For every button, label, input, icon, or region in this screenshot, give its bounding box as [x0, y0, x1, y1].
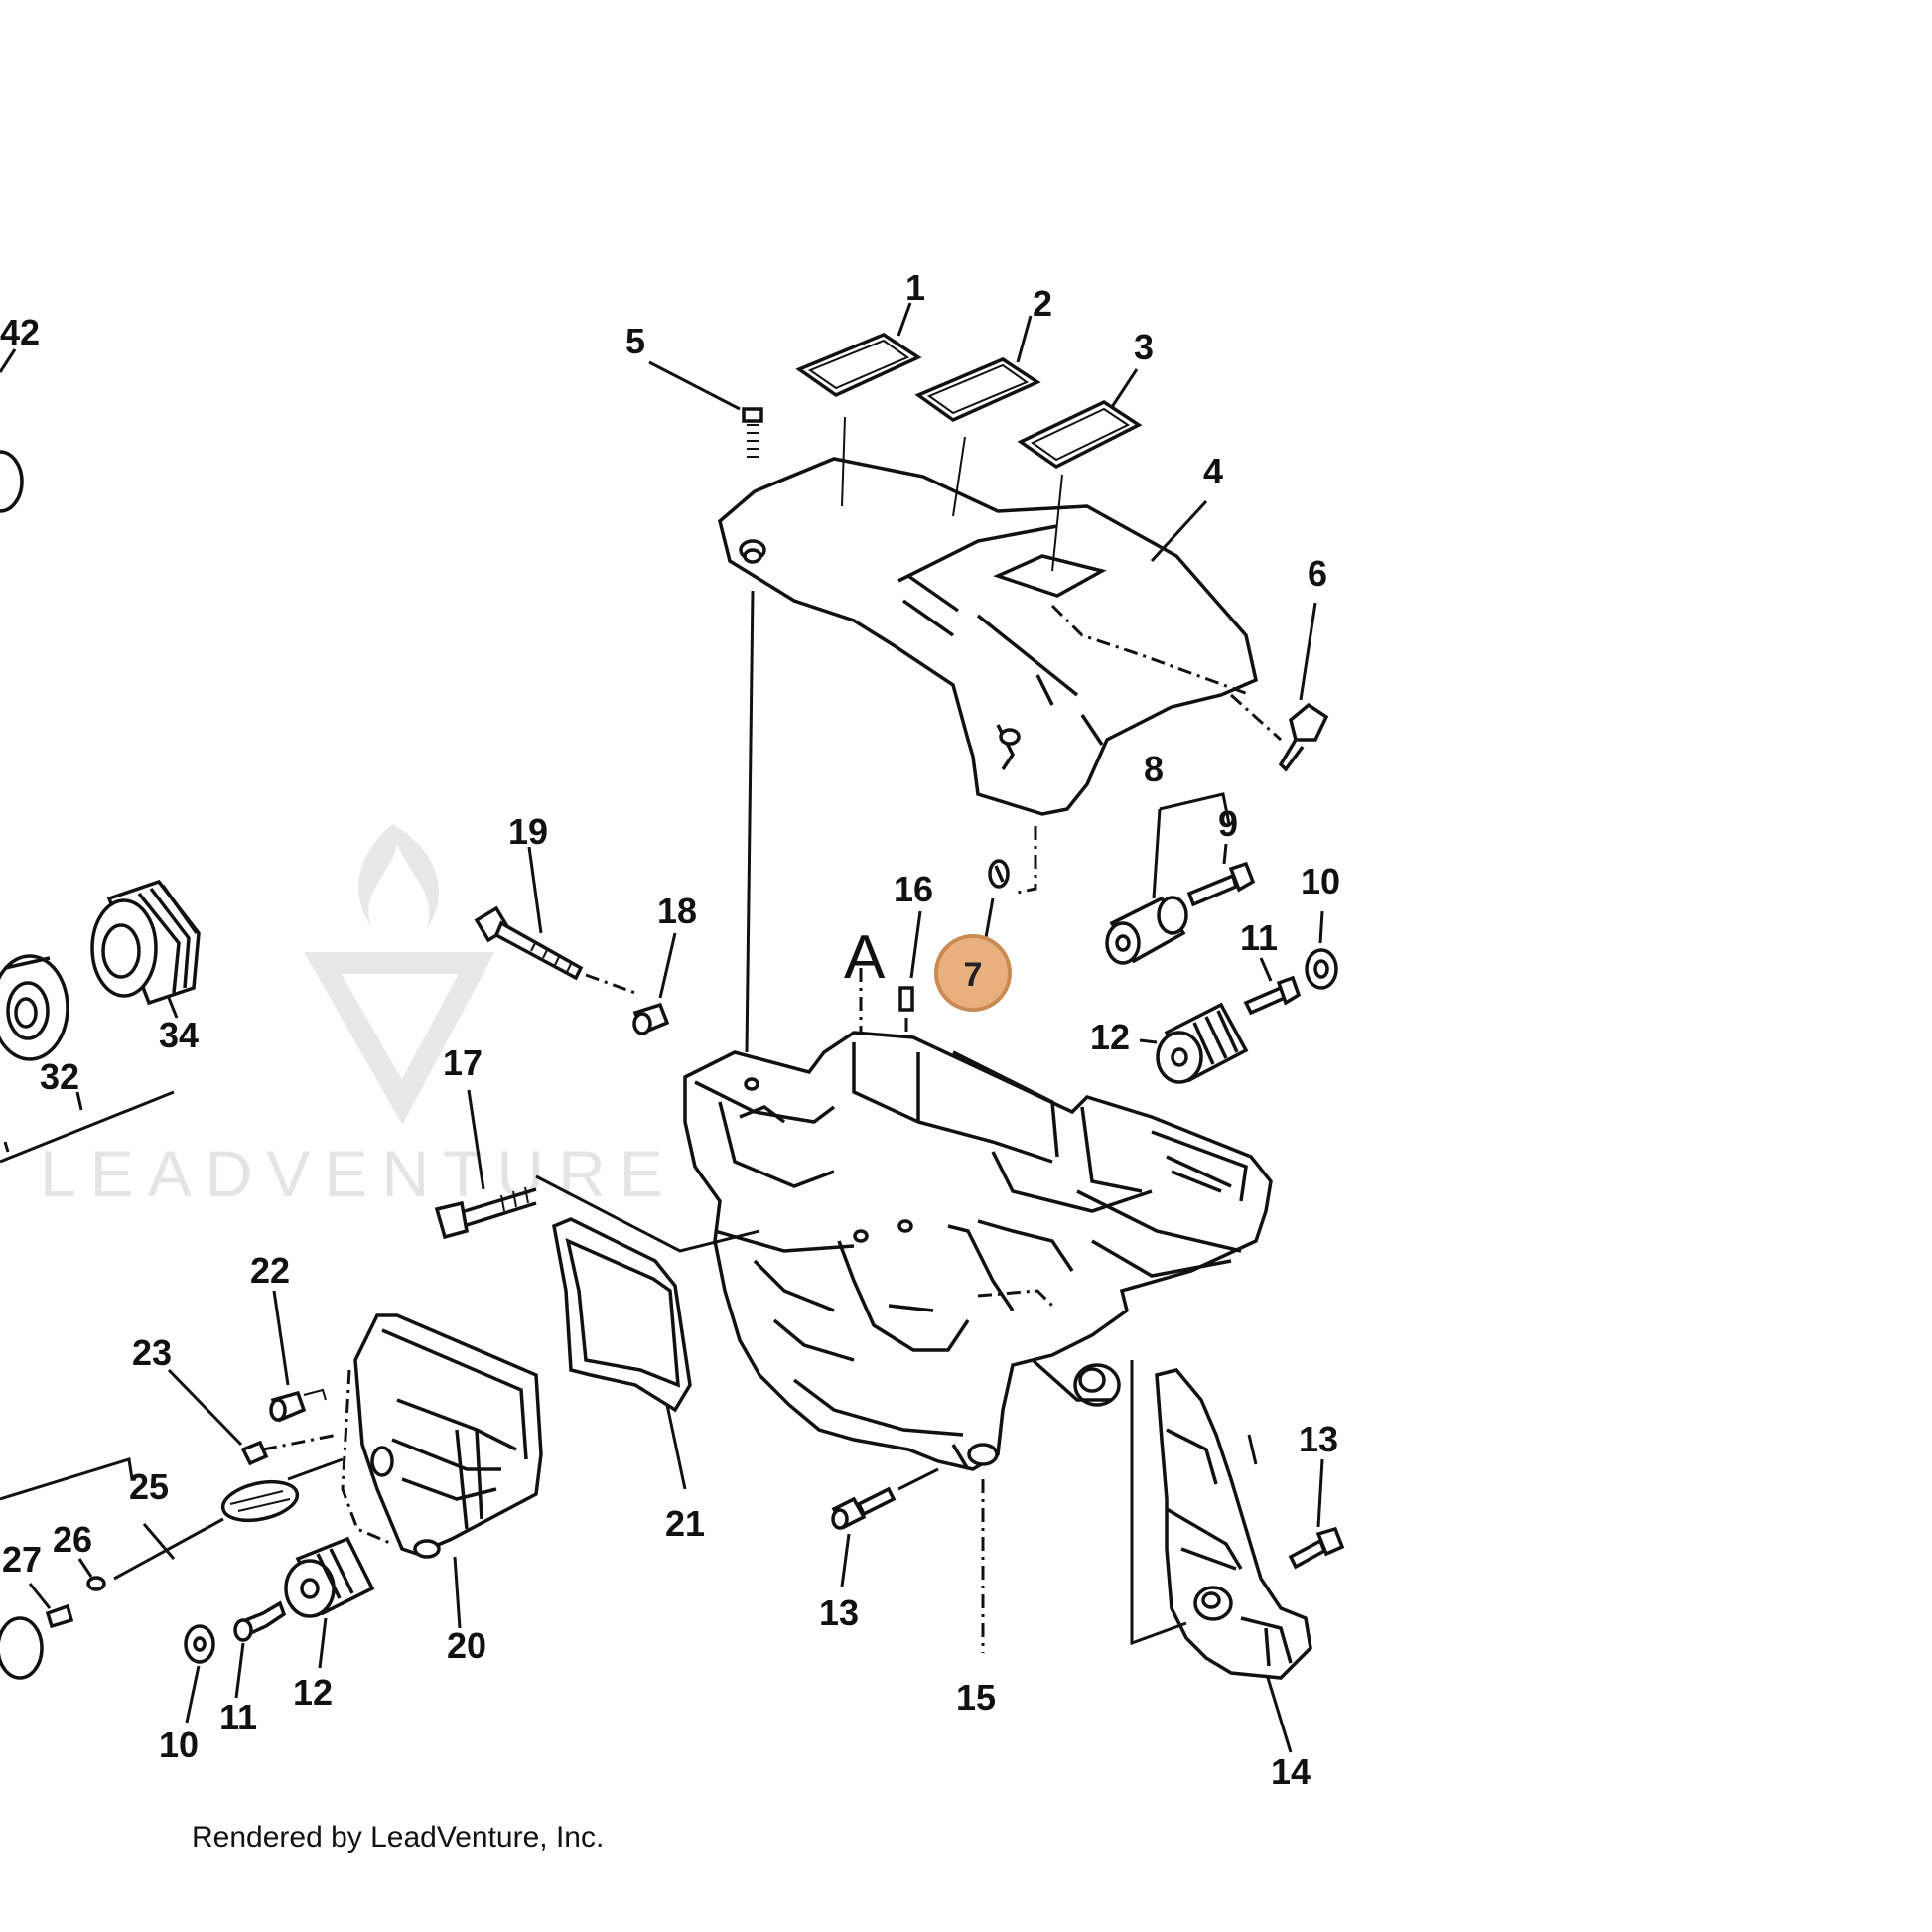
screw-13-bottom[interactable] — [831, 1486, 897, 1530]
label-10-left: 10 — [159, 1725, 199, 1765]
screw-11-left[interactable] — [233, 1600, 287, 1642]
screw-9[interactable] — [1186, 861, 1256, 907]
label-11-right: 11 — [1240, 917, 1278, 958]
label-32: 32 — [40, 1056, 79, 1097]
watermark-logo — [304, 824, 495, 1125]
section-letter: A — [844, 923, 886, 992]
highlight-label: 7 — [964, 956, 983, 994]
label-3: 3 — [1134, 327, 1154, 367]
label-13-right: 13 — [1299, 1419, 1338, 1459]
screw-11-right[interactable] — [1243, 975, 1302, 1016]
top-cover[interactable] — [718, 457, 1259, 816]
decal-3[interactable] — [1017, 399, 1143, 470]
highlight-part-7[interactable]: 7 — [934, 934, 1012, 1012]
part-18[interactable] — [632, 1002, 670, 1035]
gasket-21[interactable] — [552, 1217, 692, 1413]
label-14: 14 — [1271, 1751, 1311, 1792]
label-13-bottom: 13 — [819, 1592, 859, 1633]
part-27[interactable] — [45, 1603, 74, 1629]
ring-42[interactable] — [0, 450, 24, 513]
label-4: 4 — [1203, 451, 1223, 491]
ring-bottom-left[interactable] — [0, 1616, 44, 1680]
decal-1[interactable] — [795, 333, 922, 398]
label-23: 23 — [132, 1332, 172, 1373]
screw-13-right[interactable] — [1288, 1526, 1345, 1570]
label-20: 20 — [447, 1625, 486, 1666]
label-21: 21 — [665, 1503, 705, 1544]
pin-16[interactable] — [898, 986, 914, 1012]
label-16: 16 — [894, 869, 933, 909]
label-6: 6 — [1308, 553, 1327, 594]
label-9: 9 — [1218, 803, 1238, 844]
label-27: 27 — [2, 1539, 42, 1580]
buffer-12-right[interactable] — [1156, 1002, 1249, 1084]
crankcase-frame[interactable] — [683, 1031, 1273, 1471]
decal-2[interactable] — [914, 357, 1041, 423]
label-25: 25 — [129, 1466, 169, 1507]
label-1: 1 — [905, 267, 925, 308]
label-2: 2 — [1033, 283, 1052, 324]
part-7[interactable] — [988, 859, 1010, 889]
part-23[interactable] — [240, 1440, 269, 1466]
part-6[interactable] — [1278, 702, 1329, 772]
render-credit: Rendered by LeadVenture, Inc. — [192, 1821, 604, 1854]
label-17: 17 — [443, 1042, 483, 1083]
rubber-mount-8[interactable] — [1105, 896, 1188, 965]
cap-25[interactable] — [219, 1475, 301, 1526]
sprocket-34[interactable] — [90, 879, 201, 1006]
housing-20[interactable] — [341, 1313, 543, 1559]
label-5: 5 — [625, 321, 645, 361]
part-26[interactable] — [86, 1576, 106, 1591]
screw-5[interactable] — [739, 407, 766, 564]
label-10-right: 10 — [1301, 861, 1340, 901]
bearing-32[interactable] — [0, 954, 69, 1061]
nut-10-right[interactable] — [1305, 948, 1338, 990]
label-42: 42 — [0, 312, 40, 352]
label-22: 22 — [250, 1250, 290, 1291]
label-34: 34 — [159, 1015, 199, 1055]
label-15: 15 — [956, 1677, 996, 1718]
label-11-left: 11 — [219, 1697, 257, 1737]
label-12-right: 12 — [1090, 1017, 1130, 1057]
part-22[interactable] — [269, 1388, 327, 1423]
bracket-14[interactable] — [1155, 1368, 1312, 1680]
nut-10-left[interactable] — [184, 1624, 215, 1664]
screw-17[interactable] — [434, 1186, 537, 1240]
label-8: 8 — [1144, 749, 1164, 789]
label-26: 26 — [53, 1519, 92, 1560]
label-12-left: 12 — [293, 1672, 333, 1713]
screw-19[interactable] — [474, 905, 584, 981]
watermark-text: LEADVENTURE — [40, 1137, 677, 1210]
label-19: 19 — [508, 811, 548, 852]
label-18: 18 — [657, 891, 697, 931]
buffer-12-left[interactable] — [284, 1536, 375, 1618]
